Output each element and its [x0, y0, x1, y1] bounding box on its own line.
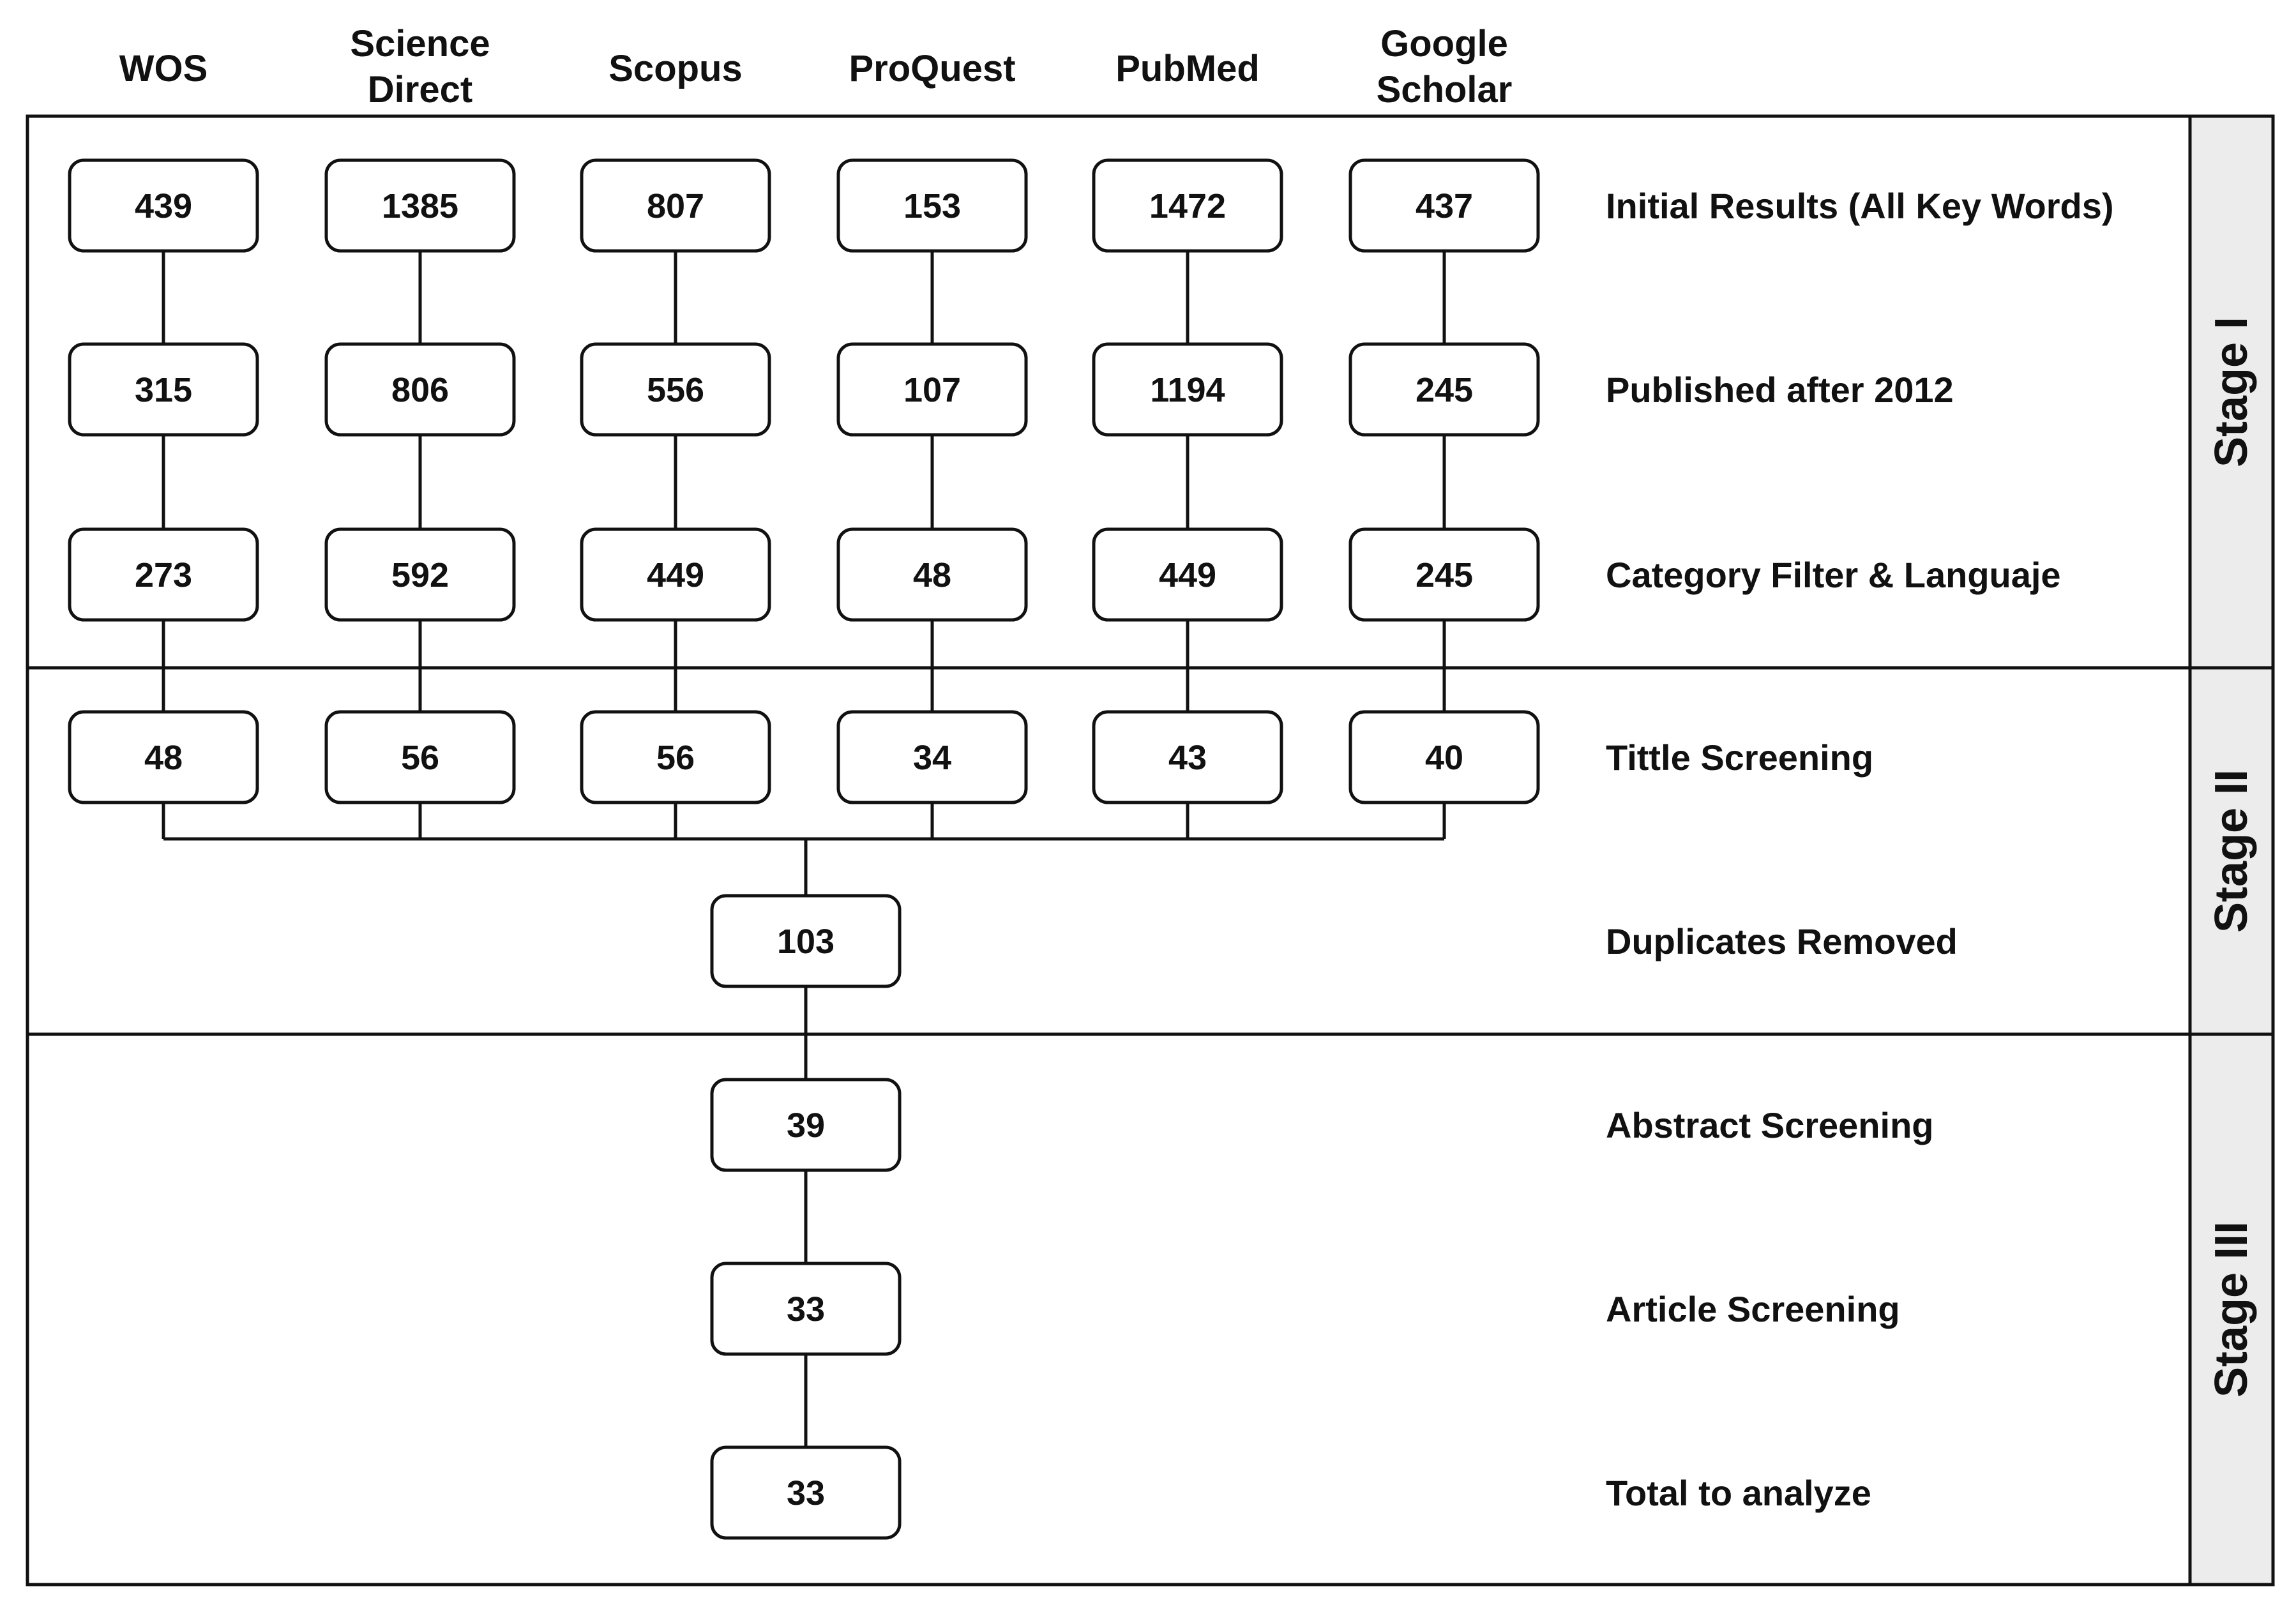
count-value: 437: [1416, 187, 1473, 225]
count-value: 34: [913, 739, 951, 777]
count-box: [324, 342, 516, 437]
count-value: 33: [787, 1474, 825, 1512]
source-name: Scopus: [608, 48, 743, 89]
source-name: Direct: [368, 69, 472, 110]
stage-label: Stage I: [2206, 317, 2257, 467]
count-value: 56: [656, 739, 695, 777]
stage-band: [2188, 114, 2275, 1586]
count-box: [580, 710, 771, 804]
step-label: Tittle Screening: [1606, 737, 1873, 778]
outer-frame: [26, 114, 2192, 1586]
count-value: 807: [647, 187, 704, 225]
count-value: 103: [777, 923, 835, 961]
count-value: 1385: [382, 187, 458, 225]
merged-count: 33: [710, 1262, 902, 1356]
count-box: [68, 342, 259, 437]
count-box: [1348, 342, 1540, 437]
count-box: [710, 1262, 902, 1356]
count-value: 245: [1416, 556, 1473, 594]
count-box: [68, 710, 259, 804]
count-value: 245: [1416, 371, 1473, 409]
count-box: [68, 158, 259, 253]
count-box: [324, 710, 516, 804]
step-label: Total to analyze: [1606, 1473, 1871, 1513]
count-box: [836, 158, 1028, 253]
count-value: 43: [1168, 739, 1207, 777]
count-box: [836, 342, 1028, 437]
count-value: 107: [903, 371, 961, 409]
count-value: 39: [787, 1106, 825, 1145]
count-value: 153: [903, 187, 961, 225]
source-column: WOS 439 315 273 48: [68, 48, 259, 804]
count-box: [1092, 527, 1283, 622]
count-value: 273: [135, 556, 192, 594]
step-label: Duplicates Removed: [1606, 921, 1958, 961]
count-value: 439: [135, 187, 192, 225]
step-label: Article Screening: [1606, 1289, 1900, 1329]
count-value: 592: [391, 556, 449, 594]
step-label: Published after 2012: [1606, 370, 1954, 410]
step-label: Abstract Screening: [1606, 1105, 1934, 1145]
source-name: Scholar: [1377, 69, 1513, 110]
count-box: [1348, 158, 1540, 253]
count-box: [1092, 342, 1283, 437]
count-box: [1348, 527, 1540, 622]
count-box: [710, 1078, 902, 1172]
source-column: ProQuest 153 107 48 34: [836, 48, 1028, 804]
stage-label: Stage III: [2206, 1221, 2257, 1398]
count-box: [836, 527, 1028, 622]
count-value: 33: [787, 1290, 825, 1329]
count-box: [1092, 158, 1283, 253]
merged-count: 33: [710, 1445, 902, 1540]
step-label: Initial Results (All Key Words): [1606, 186, 2114, 226]
count-box: [1092, 710, 1283, 804]
count-box: [580, 158, 771, 253]
count-value: 556: [647, 371, 704, 409]
count-value: 1194: [1150, 371, 1225, 409]
count-box: [324, 527, 516, 622]
source-column: PubMed 1472 1194 449 43: [1092, 48, 1283, 804]
count-box: [324, 158, 516, 253]
count-box: [580, 527, 771, 622]
stage-label: Stage II: [2206, 769, 2257, 933]
count-value: 806: [391, 371, 449, 409]
source-name: Google: [1380, 23, 1508, 64]
source-name: PubMed: [1115, 48, 1260, 89]
count-value: 315: [135, 371, 192, 409]
source-name: ProQuest: [849, 48, 1015, 89]
count-value: 48: [144, 739, 183, 777]
count-value: 40: [1425, 739, 1463, 777]
merged-count: 103: [710, 894, 902, 988]
count-value: 449: [647, 556, 704, 594]
count-value: 48: [913, 556, 951, 594]
count-box: [68, 527, 259, 622]
count-value: 56: [401, 739, 439, 777]
count-box: [710, 1445, 902, 1540]
step-label: Category Filter & Languaje: [1606, 555, 2061, 595]
merged-count: 39: [710, 1078, 902, 1172]
source-name: Science: [350, 23, 490, 64]
count-value: 449: [1159, 556, 1216, 594]
count-box: [836, 710, 1028, 804]
count-box: [1348, 710, 1540, 804]
count-box: [710, 894, 902, 988]
count-box: [580, 342, 771, 437]
source-column: Scopus 807 556 449 56: [580, 48, 771, 804]
source-name: WOS: [119, 48, 208, 89]
count-value: 1472: [1149, 187, 1226, 225]
